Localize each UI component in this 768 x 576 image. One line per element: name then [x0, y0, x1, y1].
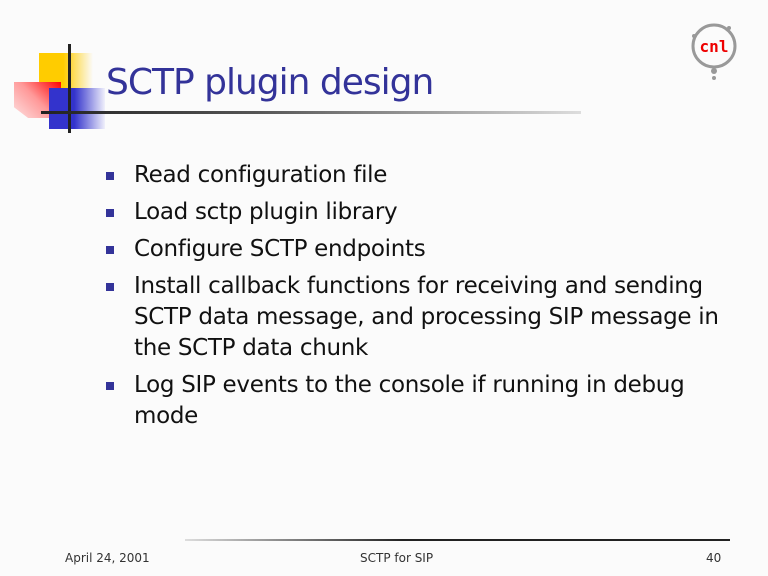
bullet-square-icon	[106, 382, 114, 390]
footer-title: SCTP for SIP	[360, 551, 434, 565]
page-number: 40	[706, 551, 722, 565]
bullet-square-icon	[106, 172, 114, 180]
list-item: Configure SCTP endpoints	[104, 234, 724, 265]
list-item: Install callback functions for receiving…	[104, 271, 724, 364]
footer-line	[185, 539, 730, 541]
footer-date: April 24, 2001	[65, 551, 150, 565]
decor-vertical-line	[68, 44, 71, 133]
bullet-text: Configure SCTP endpoints	[134, 236, 426, 262]
list-item: Read configuration file	[104, 160, 724, 191]
bullet-text: Load sctp plugin library	[134, 199, 398, 225]
bullet-text: Log SIP events to the console if running…	[134, 372, 685, 429]
title-underline	[41, 111, 581, 114]
bullet-text: Install callback functions for receiving…	[134, 273, 719, 361]
bullet-text: Read configuration file	[134, 162, 388, 188]
decor-blue-square	[49, 88, 105, 129]
slide-title: SCTP plugin design	[106, 62, 434, 103]
bullet-square-icon	[106, 246, 114, 254]
bullet-list: Read configuration file Load sctp plugin…	[104, 160, 724, 438]
list-item: Load sctp plugin library	[104, 197, 724, 228]
bullet-square-icon	[106, 209, 114, 217]
svg-text:cnl: cnl	[700, 37, 729, 56]
list-item: Log SIP events to the console if running…	[104, 370, 724, 432]
bullet-square-icon	[106, 283, 114, 291]
cnl-logo-icon: cnl	[691, 23, 737, 80]
